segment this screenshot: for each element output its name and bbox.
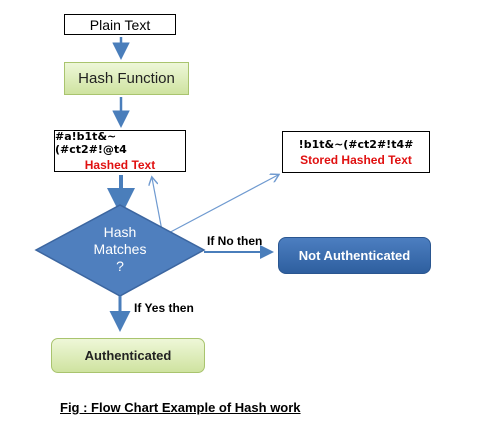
plain-text-label: Plain Text <box>89 16 151 33</box>
plain-text-box: Plain Text <box>64 14 176 35</box>
if-no-label: If No then <box>207 234 263 248</box>
decision-line1: Hash <box>103 223 137 240</box>
decision-line2: Matches <box>93 240 147 257</box>
authenticated-box: Authenticated <box>51 338 205 373</box>
not-authenticated-label: Not Authenticated <box>298 248 411 263</box>
stored-hashed-text-label: Stored Hashed Text <box>300 152 412 167</box>
figure-caption: Fig : Flow Chart Example of Hash work <box>60 400 301 415</box>
hashed-text-label: Hashed Text <box>84 158 156 172</box>
stored-value: !b1t&~(#ct2#!t4# <box>298 137 414 151</box>
compare-line-stored <box>162 175 278 237</box>
not-authenticated-box: Not Authenticated <box>278 237 431 274</box>
decision-label: Hash Matches ? <box>70 216 170 282</box>
hash-function-label: Hash Function <box>78 70 175 87</box>
decision-line3: ? <box>116 257 124 274</box>
authenticated-label: Authenticated <box>84 348 172 363</box>
if-yes-label: If Yes then <box>134 301 194 315</box>
hash-function-box: Hash Function <box>64 62 189 95</box>
hashed-text-box: #a!b1t&~(#ct2#!@t4 Hashed Text <box>54 130 186 172</box>
hashed-value: #a!b1t&~(#ct2#!@t4 <box>55 130 127 156</box>
stored-hashed-text-box: !b1t&~(#ct2#!t4# Stored Hashed Text <box>282 131 430 173</box>
